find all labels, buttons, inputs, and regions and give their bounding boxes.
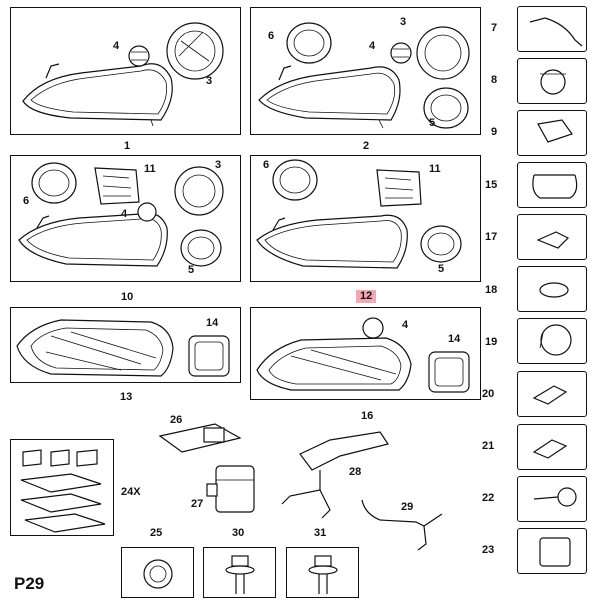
bulb-icon — [390, 42, 412, 64]
panel-label-highlighted: 12 — [356, 290, 377, 303]
bulb-icon — [128, 45, 150, 67]
callout-label: 6 — [23, 195, 30, 207]
side-part-label: 18 — [485, 284, 498, 296]
panel-label: 1 — [124, 140, 131, 152]
bolt-icon — [308, 555, 338, 594]
callout-label: 14 — [206, 317, 219, 329]
callout-label: 4 — [369, 40, 376, 52]
part-label-29: 29 — [401, 501, 414, 513]
relay-icon — [94, 167, 140, 205]
callout-label: 6 — [268, 30, 275, 42]
side-part-label: 19 — [485, 336, 498, 348]
bulb-icon — [143, 559, 173, 589]
panel-assembly-1[interactable]: 4 3 — [10, 7, 241, 135]
panel-assembly-12[interactable]: 6 11 5 — [250, 155, 481, 282]
part-label-24x: 24X — [121, 486, 141, 498]
panel-label: 10 — [121, 291, 134, 303]
side-part-label: 7 — [491, 22, 498, 34]
cap-icon — [272, 159, 462, 263]
panel-assembly-16[interactable]: 4 14 — [250, 307, 481, 400]
cap-icon — [428, 351, 470, 393]
panel-assembly-13[interactable]: 14 — [10, 307, 241, 383]
callout-label: 3 — [400, 16, 407, 28]
panel-assembly-10[interactable]: 11 3 6 4 5 — [10, 155, 241, 282]
callout-label: 3 — [206, 75, 213, 87]
panel-label: 16 — [361, 410, 374, 422]
cap-icon — [286, 22, 470, 129]
side-part-label: 8 — [491, 74, 498, 86]
headlamp-icon — [256, 214, 408, 269]
kit-box-24x[interactable] — [10, 439, 114, 536]
side-part-label: 22 — [482, 492, 495, 504]
side-part-box[interactable] — [517, 110, 587, 156]
bottom-part-label: 31 — [314, 527, 327, 539]
relay-icon — [376, 169, 422, 207]
bulb-icon — [137, 202, 157, 222]
callout-label: 11 — [144, 163, 156, 175]
callout-label: 14 — [448, 333, 461, 345]
panel-assembly-2[interactable]: 6 4 3 5 — [250, 7, 481, 135]
bolt-icon — [225, 555, 255, 594]
headlamp-icon — [256, 337, 412, 391]
headlamp-icon — [22, 63, 173, 127]
callout-label: 5 — [429, 117, 436, 129]
callout-label: 4 — [121, 208, 128, 220]
cap-icon — [166, 22, 224, 80]
bottom-part-label: 30 — [232, 527, 245, 539]
side-part-label: 21 — [482, 440, 495, 452]
page-code: P29 — [14, 574, 45, 593]
part-label-27: 27 — [191, 498, 204, 510]
clip-kit-drawing — [20, 449, 106, 533]
bottom-part-box[interactable] — [121, 547, 194, 598]
headlamp-icon — [258, 65, 401, 129]
callout-label: 4 — [113, 40, 120, 52]
side-part-box[interactable] — [517, 6, 587, 52]
cap-icon — [188, 335, 230, 377]
side-part-label: 15 — [485, 179, 498, 191]
side-part-label: 9 — [491, 126, 498, 138]
part-label-26: 26 — [170, 414, 183, 426]
side-part-box[interactable] — [517, 162, 587, 208]
headlamp-icon — [16, 319, 174, 377]
bottom-part-label: 25 — [150, 527, 163, 539]
bottom-part-box[interactable] — [203, 547, 276, 598]
side-part-label: 23 — [482, 544, 495, 556]
callout-label: 6 — [263, 159, 270, 171]
panel-label: 2 — [363, 140, 370, 152]
callout-label: 5 — [438, 263, 445, 275]
bottom-part-box[interactable] — [286, 547, 359, 598]
headlamp-icon — [18, 212, 168, 267]
part-label-28: 28 — [349, 466, 362, 478]
cap-icon — [31, 162, 224, 267]
callout-label: 5 — [188, 264, 195, 276]
callout-label: 3 — [215, 159, 222, 171]
side-part-label: 17 — [485, 231, 498, 243]
panel-label: 13 — [120, 391, 133, 403]
callout-label: 4 — [402, 319, 409, 331]
side-part-label: 20 — [482, 388, 495, 400]
bulb-icon — [362, 317, 384, 339]
callout-label: 11 — [429, 163, 441, 175]
